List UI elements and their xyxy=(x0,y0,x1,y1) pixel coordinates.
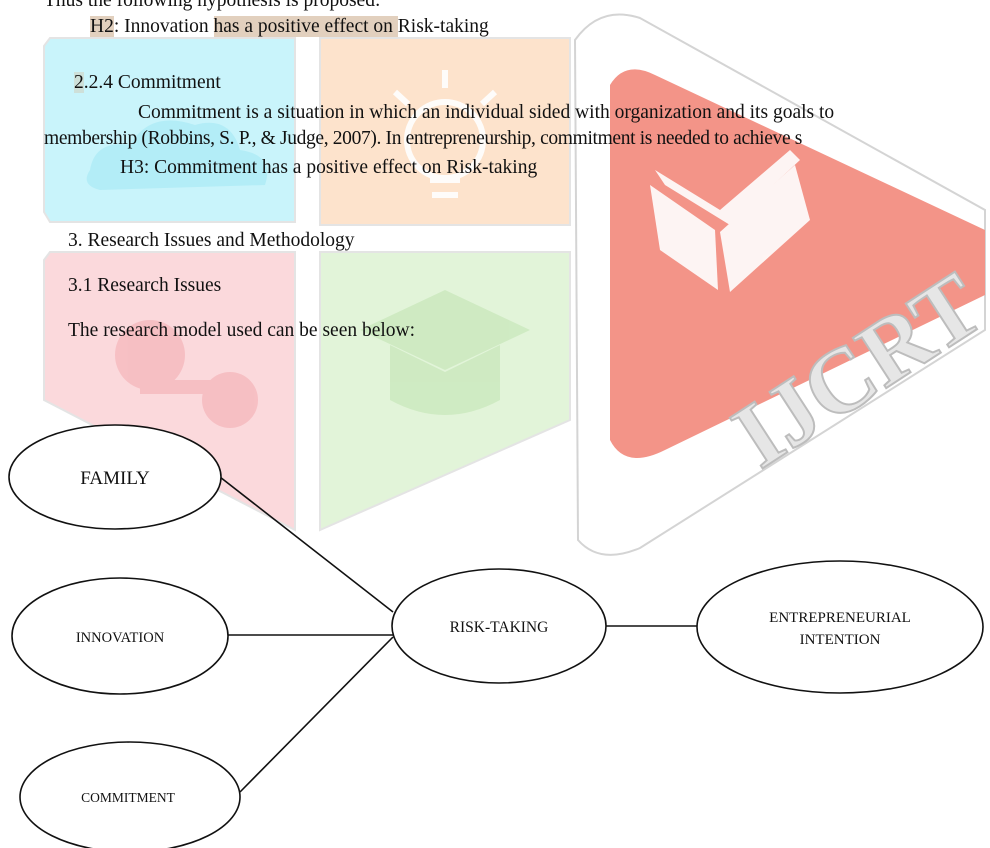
h2-mid: : Innovation xyxy=(113,16,214,37)
model-intro: The research model used can be seen belo… xyxy=(68,320,416,341)
top-line: Thus the following hypothesis is propose… xyxy=(44,0,381,11)
node-innovation-label: INNOVATION xyxy=(76,630,165,646)
watermark-cap-icon xyxy=(360,290,530,415)
hypothesis-h3: H3: Commitment has a positive effect on … xyxy=(120,157,538,178)
edge-family-risk xyxy=(219,476,394,613)
node-innovation xyxy=(11,577,229,695)
node-intention-label-2: INTENTION xyxy=(800,632,881,648)
section-3-heading: 3. Research Issues and Methodology xyxy=(68,230,355,251)
commitment-paragraph-line-1: Commitment is a situation in which an in… xyxy=(138,102,835,123)
watermark-cloud-icon xyxy=(86,120,268,190)
section-3-1-heading: 3.1 Research Issues xyxy=(68,275,222,296)
watermark-bulb-icon xyxy=(392,70,498,198)
commitment-paragraph-line-2: membership (Robbins, S. P., & Judge, 200… xyxy=(44,128,803,149)
h2-suffix: Risk-taking xyxy=(397,16,489,37)
watermark-book-icon xyxy=(650,150,810,292)
node-family-label: FAMILY xyxy=(80,468,150,489)
h2-highlight: has a positive effect on xyxy=(213,16,398,37)
edge-commitment-risk xyxy=(239,636,394,793)
watermark-peach-tile xyxy=(319,37,571,226)
section-2-2-4-num: 2 xyxy=(74,72,84,93)
node-family xyxy=(8,424,222,530)
node-entrepreneurial-intention xyxy=(696,560,984,694)
section-2-2-4-heading: 2.2.4 Commitment xyxy=(74,72,221,94)
h2-prefix: H2 xyxy=(90,16,114,37)
node-commitment-label: COMMITMENT xyxy=(81,790,176,805)
watermark-red-shape xyxy=(610,69,985,458)
node-intention-label-1: ENTREPRENEURIAL xyxy=(769,610,911,626)
watermark-gear-icon xyxy=(115,320,258,428)
section-2-2-4-rest: .2.4 Commitment xyxy=(83,72,221,93)
node-commitment xyxy=(19,741,241,848)
hypothesis-h2: H2: Innovation has a positive effect on … xyxy=(90,16,489,38)
node-risk-taking-label: RISK-TAKING xyxy=(450,619,549,636)
node-risk-taking xyxy=(391,568,607,684)
